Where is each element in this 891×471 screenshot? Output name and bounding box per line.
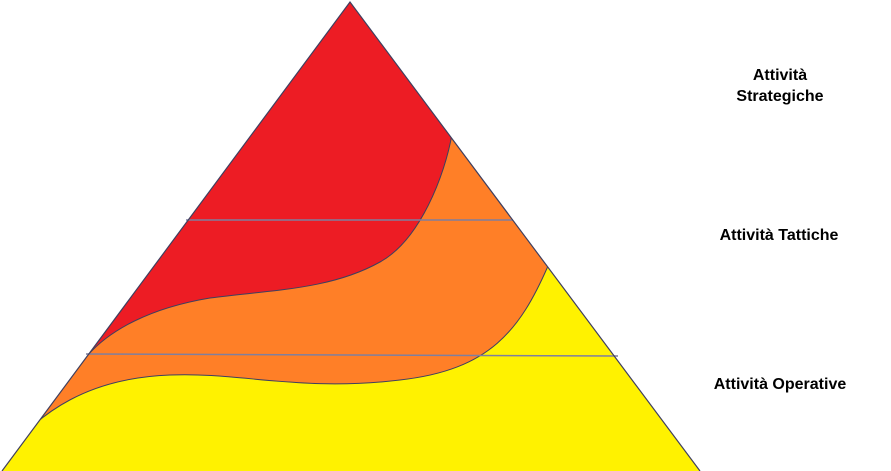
label-operative-activities: Attività Operative (713, 376, 847, 393)
label-strategic-line2: Strategiche (736, 88, 824, 105)
label-tactical-activities: Attività Tattiche (719, 227, 839, 244)
label-strategic-activities: Attività Strategiche (700, 65, 860, 107)
divider-lower (85, 353, 619, 357)
pyramid-outline (1, 0, 701, 471)
label-strategic-line1: Attività (752, 67, 808, 84)
